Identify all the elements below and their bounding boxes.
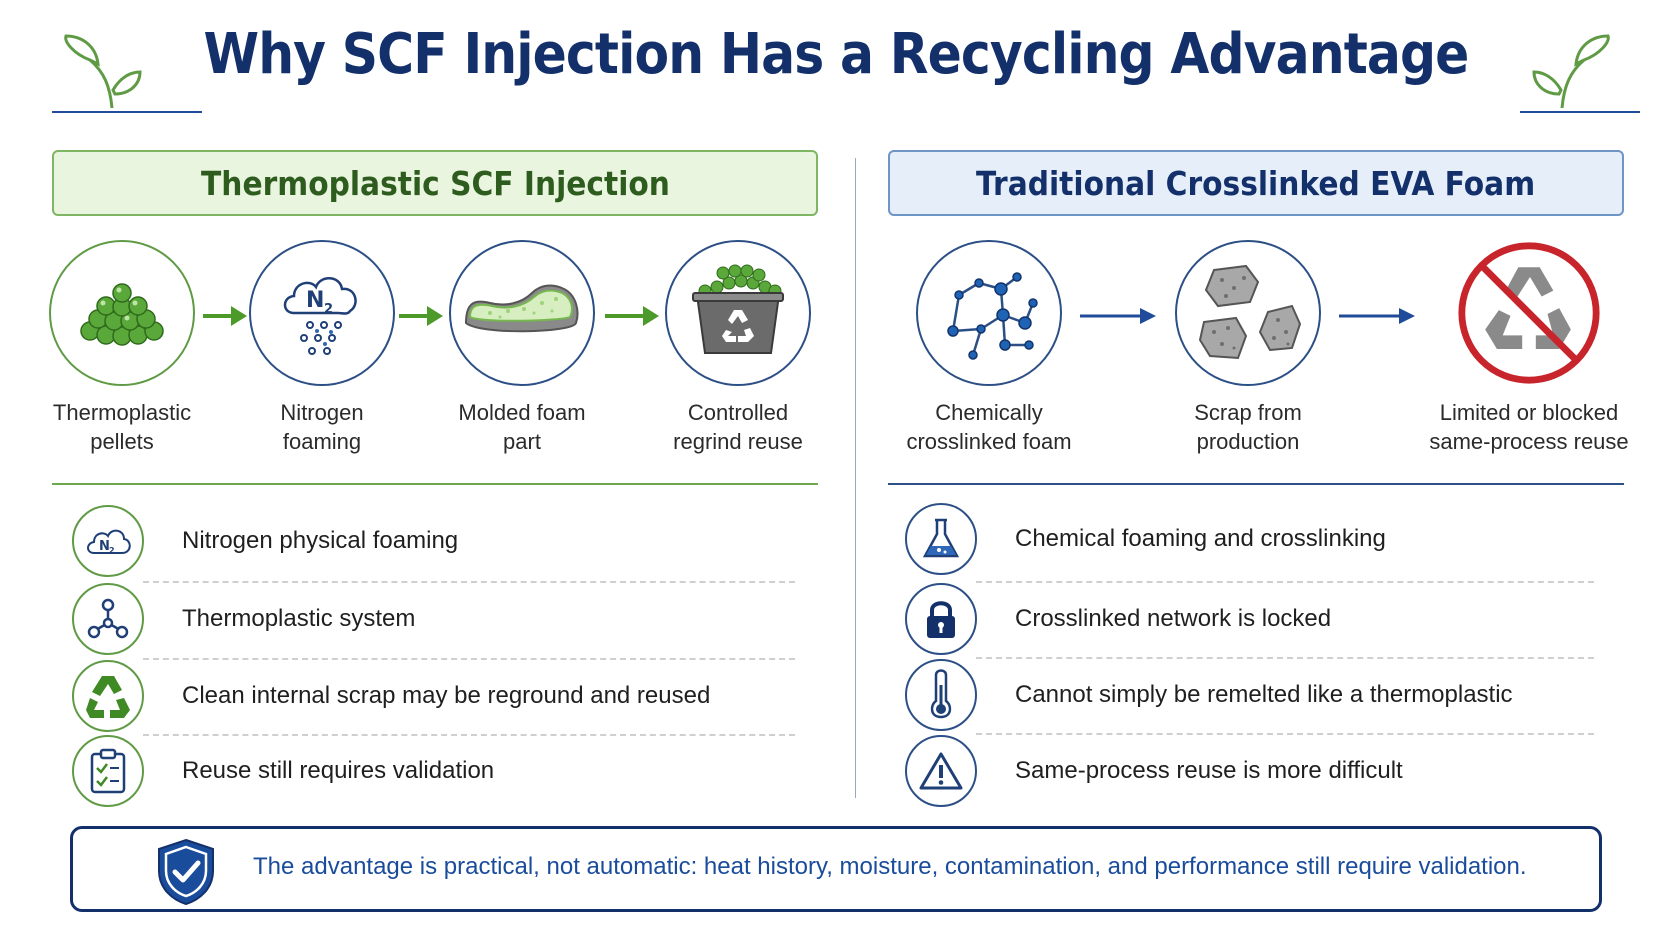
arrow-right-icon	[203, 306, 247, 326]
dashed-divider	[976, 581, 1594, 583]
arrow-right-icon	[399, 306, 443, 326]
list-item-text: Cannot simply be remelted like a thermop…	[1015, 681, 1513, 708]
step-label: Scrap from production	[1194, 400, 1302, 454]
process-step: N 2 Nitrogen foaming	[227, 240, 417, 456]
list-item: Clean internal scrap may be reground and…	[72, 660, 710, 732]
list-item: Cannot simply be remelted like a thermop…	[905, 659, 1513, 731]
recycle-icon	[72, 660, 144, 732]
flask-icon	[905, 503, 977, 575]
shoe-midsole-icon	[449, 240, 595, 386]
dashed-divider	[976, 733, 1594, 735]
list-item-text: Nitrogen physical foaming	[182, 527, 459, 554]
step-label: Molded foam part	[458, 400, 586, 454]
list-item: Chemical foaming and crosslinking	[905, 503, 1386, 575]
step-label: Thermoplastic pellets	[52, 400, 192, 454]
list-item-text: Crosslinked network is locked	[1015, 605, 1332, 632]
right-panel-heading: Traditional Crosslinked EVA Foam	[888, 150, 1624, 216]
step-label: Nitrogen foaming	[280, 400, 364, 454]
thermometer-icon	[905, 659, 977, 731]
lock-icon	[905, 583, 977, 655]
checklist-icon	[72, 735, 144, 807]
shield-check-icon	[158, 838, 214, 906]
page-title: Why SCF Injection Has a Recycling Advant…	[203, 22, 1470, 87]
svg-text:2: 2	[324, 302, 333, 317]
process-step: Scrap from production	[1153, 240, 1343, 456]
list-item-text: Chemical foaming and crosslinking	[1015, 525, 1386, 552]
no-recycle-icon	[1456, 240, 1602, 386]
left-panel-heading: Thermoplastic SCF Injection	[52, 150, 818, 216]
arrow-right-icon	[1080, 308, 1156, 324]
list-item-text: Thermoplastic system	[182, 605, 416, 632]
svg-text:N: N	[306, 288, 324, 313]
arrow-right-icon	[605, 306, 659, 326]
list-item: Thermoplastic system	[72, 583, 415, 655]
svg-text:2: 2	[109, 546, 115, 555]
panel-divider	[855, 158, 856, 798]
process-step: Controlled regrind reuse	[643, 240, 833, 456]
footer-text: The advantage is practical, not automati…	[253, 853, 1527, 880]
nitrogen-cloud-icon: N 2	[249, 240, 395, 386]
list-item: Crosslinked network is locked	[905, 583, 1331, 655]
warning-icon	[905, 735, 977, 807]
list-item: Same-process reuse is more difficult	[905, 735, 1403, 807]
leaf-icon	[1532, 34, 1610, 109]
footer-note: The advantage is practical, not automati…	[70, 826, 1602, 912]
pellets-icon	[49, 240, 195, 386]
dashed-divider	[143, 734, 795, 736]
crosslinked-network-icon	[916, 240, 1062, 386]
left-section-rule	[52, 483, 818, 485]
arrow-right-icon	[1339, 308, 1415, 324]
list-item-text: Reuse still requires validation	[182, 757, 495, 784]
dashed-divider	[143, 658, 795, 660]
process-step: Thermoplastic pellets	[27, 240, 217, 456]
right-section-rule	[888, 483, 1624, 485]
dashed-divider	[143, 581, 795, 583]
dashed-divider	[976, 657, 1594, 659]
step-label: Chemically crosslinked foam	[906, 400, 1072, 454]
molecule-icon	[72, 583, 144, 655]
nitrogen-icon: N 2	[72, 505, 144, 577]
leaf-icon	[64, 34, 142, 109]
regrind-bin-icon	[665, 240, 811, 386]
list-item-text: Clean internal scrap may be reground and…	[182, 682, 711, 709]
process-step: Limited or blocked same-process reuse	[1419, 240, 1639, 456]
process-step: Molded foam part	[427, 240, 617, 456]
list-item-text: Same-process reuse is more difficult	[1015, 757, 1403, 784]
list-item: N 2 Nitrogen physical foaming	[72, 505, 458, 577]
step-label: Limited or blocked same-process reuse	[1429, 400, 1629, 454]
foam-scrap-icon	[1175, 240, 1321, 386]
list-item: Reuse still requires validation	[72, 735, 494, 807]
svg-text:N: N	[99, 539, 110, 554]
step-label: Controlled regrind reuse	[673, 400, 803, 454]
title-rule-left	[52, 111, 202, 113]
title-rule-right	[1520, 111, 1640, 113]
process-step: Chemically crosslinked foam	[894, 240, 1084, 456]
